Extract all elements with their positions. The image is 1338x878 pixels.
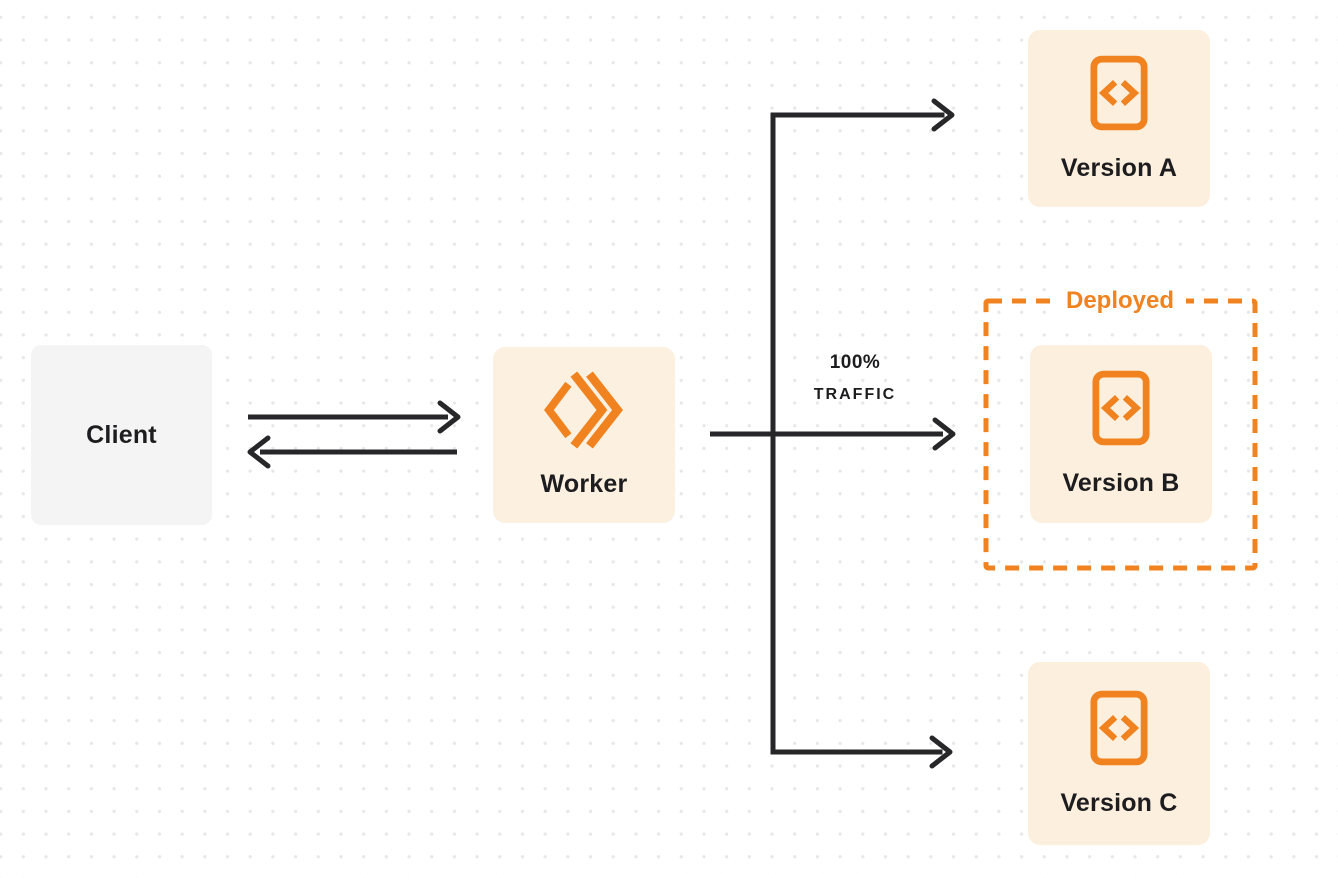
client-label: Client [86, 420, 157, 449]
code-file-icon [1090, 690, 1148, 771]
arrow-to-version-a [770, 98, 955, 132]
code-file-icon [1092, 370, 1150, 451]
traffic-percent-text: 100% [829, 352, 881, 373]
arrow-client-to-worker [248, 400, 461, 434]
arrow-to-version-c [770, 735, 953, 769]
version-b-label: Version B [1062, 469, 1180, 497]
traffic-word-text: TRAFFIC [813, 386, 897, 403]
worker-label: Worker [540, 470, 628, 498]
version-b-node: Version B [1030, 345, 1212, 523]
version-a-node: Version A [1028, 30, 1210, 207]
client-node: Client [31, 345, 212, 525]
version-c-label: Version C [1060, 788, 1178, 817]
version-c-node: Version C [1028, 662, 1210, 845]
traffic-annotation: 100% TRAFFIC [814, 352, 896, 404]
worker-node: Worker [493, 347, 675, 523]
version-a-label: Version A [1060, 153, 1178, 182]
code-file-icon [1090, 55, 1148, 136]
deployed-label: Deployed [1053, 286, 1187, 316]
arrow-worker-to-client [247, 435, 457, 469]
cloudflare-workers-icon [544, 371, 624, 454]
arrow-to-version-b [773, 417, 956, 451]
